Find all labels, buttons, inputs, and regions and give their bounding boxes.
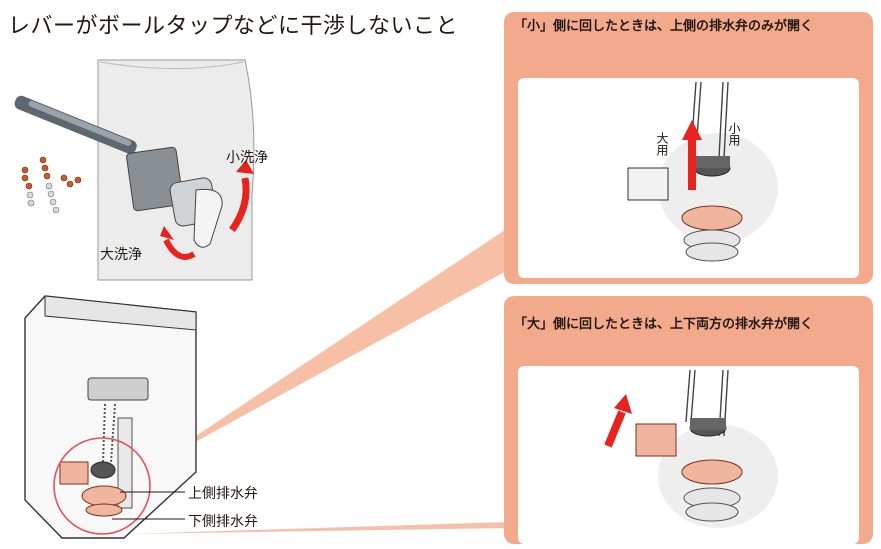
panel-small-caption: 「小」側に回したときは、上側の排水弁のみが開く <box>514 19 814 34</box>
small-use-label: 小用 <box>727 122 741 146</box>
upper-valve-label: 上側排水弁 <box>188 486 258 502</box>
connector-upper <box>148 228 508 468</box>
large-flush-valve-illustration <box>604 369 778 528</box>
panel-large-image <box>518 366 859 544</box>
lower-valve-label: 下側排水弁 <box>188 514 258 530</box>
panel-large-flush: 「大」側に回したときは、上下両方の排水弁が開く <box>504 296 873 544</box>
panel-small-flush: 「小」側に回したときは、上側の排水弁のみが開く 大用 小用 <box>504 12 873 284</box>
large-flush-label: 大洗浄 <box>100 247 142 263</box>
lever-assembly-illustration <box>14 59 255 281</box>
panel-large-caption: 「大」側に回したときは、上下両方の排水弁が開く <box>514 317 814 332</box>
small-flush-valve-illustration <box>627 81 778 262</box>
page-title: レバーがボールタップなどに干渉しないこと <box>8 14 459 39</box>
small-flush-label: 小洗浄 <box>226 150 268 166</box>
detail-circle <box>53 437 151 535</box>
panel-small-image <box>518 78 859 278</box>
tank-illustration <box>24 295 197 539</box>
large-use-label: 大用 <box>655 132 669 156</box>
connector-lower <box>128 522 508 534</box>
